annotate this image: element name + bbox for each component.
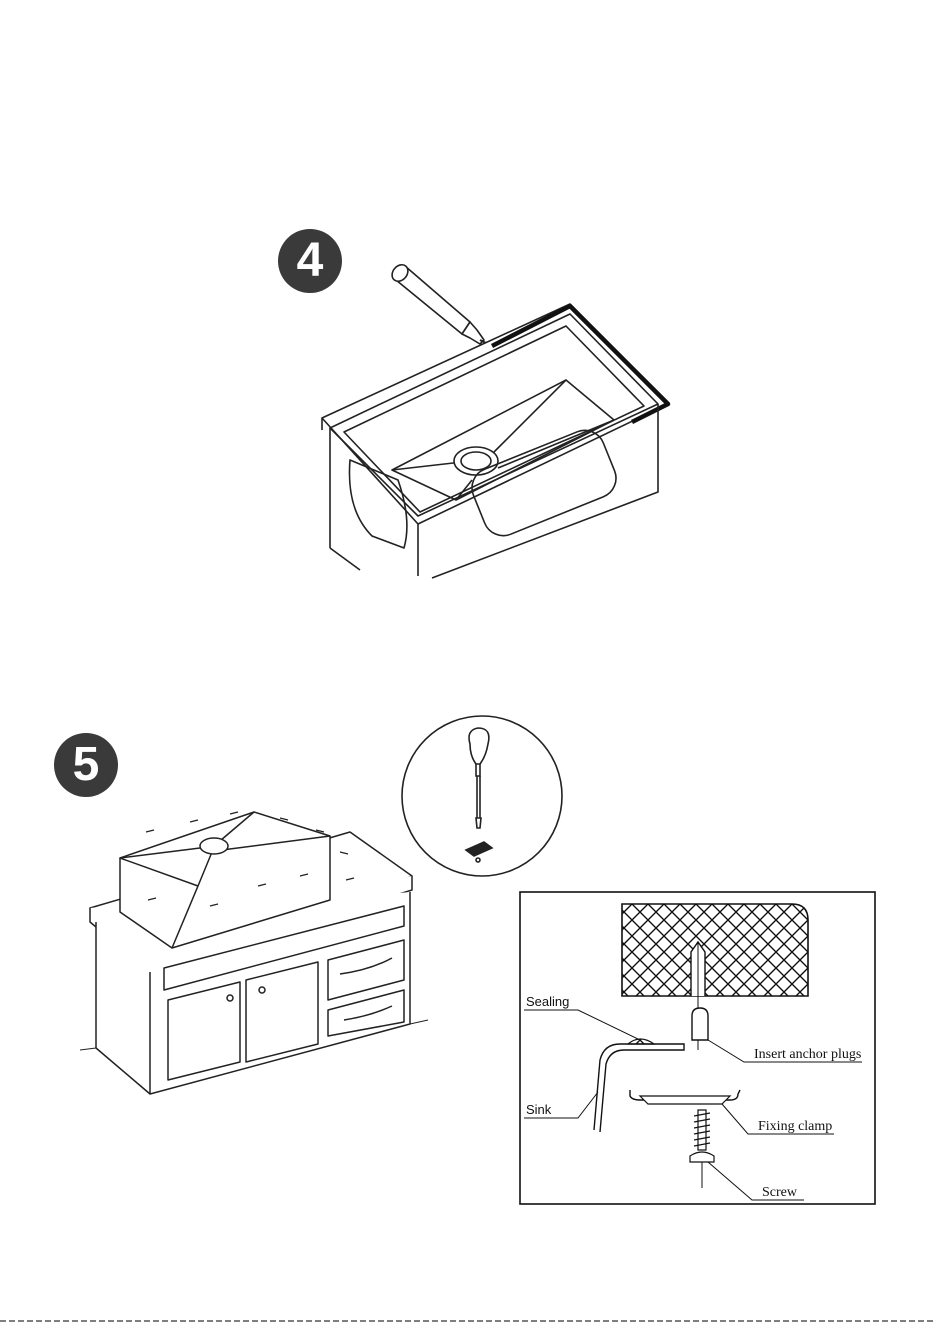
sink-label: Sink bbox=[526, 1102, 552, 1117]
step-5-cabinet-illustration bbox=[80, 812, 428, 1094]
sealing-label: Sealing bbox=[526, 994, 569, 1009]
sealant-tube-icon bbox=[389, 262, 492, 346]
insert-anchor-plugs-label: Insert anchor plugs bbox=[754, 1047, 861, 1062]
step-4-sink-illustration bbox=[322, 262, 668, 578]
mounting-detail-diagram: Sealing Sink Insert anchor plugs Fixing … bbox=[520, 892, 875, 1204]
screw-label: Screw bbox=[762, 1185, 798, 1200]
fixing-clamp-label: Fixing clamp bbox=[758, 1119, 832, 1134]
screwdriver-detail-circle bbox=[402, 716, 562, 876]
